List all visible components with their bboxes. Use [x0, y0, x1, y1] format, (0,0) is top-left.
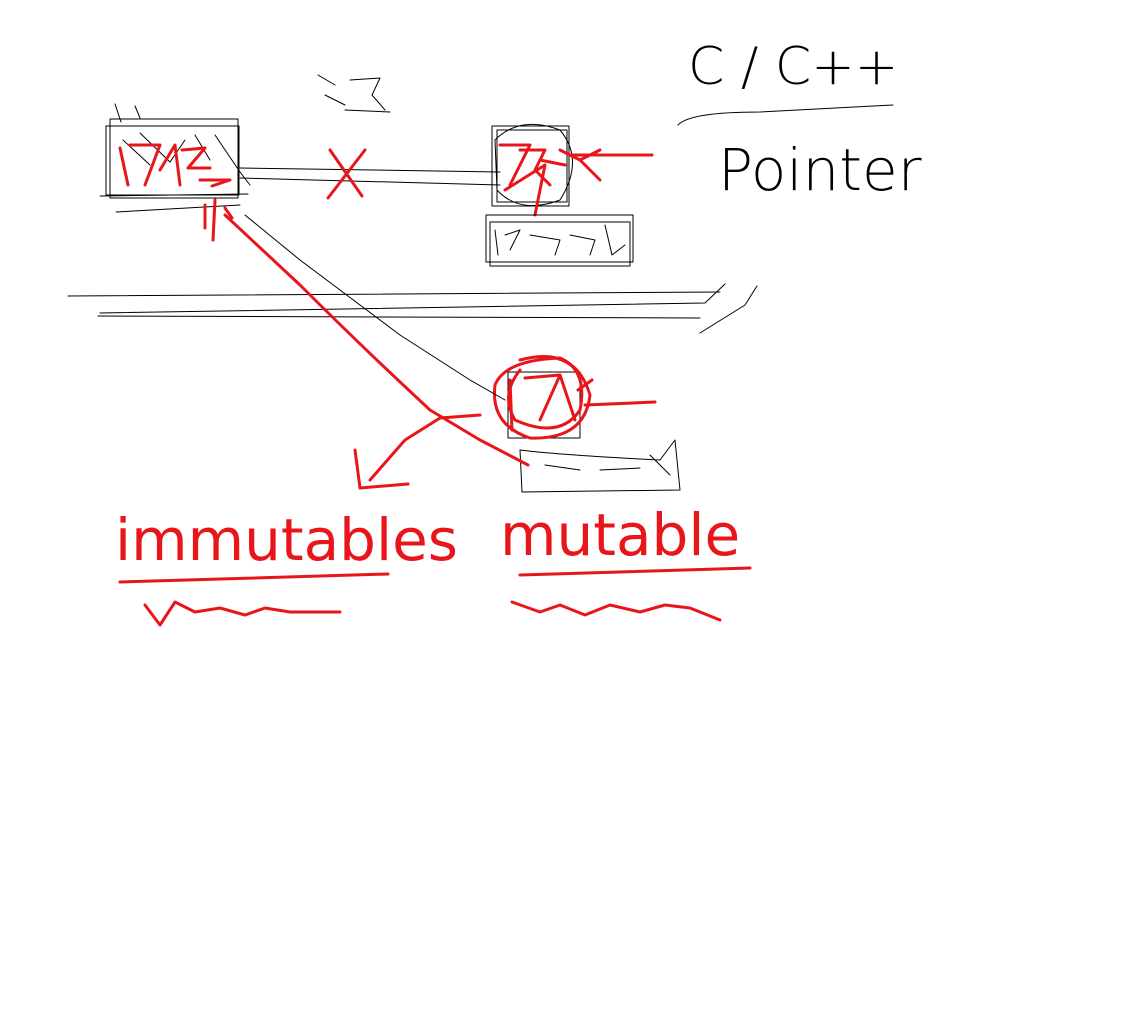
black-link-line — [244, 214, 506, 401]
mutable-squiggle — [510, 600, 722, 622]
mutable-section: mutable — [500, 501, 752, 622]
lower-box-circle — [492, 355, 592, 440]
mutable-label: mutable — [500, 501, 740, 569]
immutables-label: immutables — [115, 506, 458, 574]
left-variable-box — [99, 103, 251, 242]
immutables-underline — [118, 572, 390, 584]
mutable-underline — [518, 566, 752, 577]
cpp-pointer-note: C / C++ Pointer — [677, 37, 922, 204]
red-arrow-path — [223, 213, 530, 490]
right-box-scribble — [498, 143, 654, 217]
fraction-line — [677, 104, 894, 126]
left-box-scribble — [118, 143, 234, 242]
right-variable-box — [485, 123, 654, 267]
top-note-label: C / C++ — [688, 37, 898, 97]
crossed-connector — [239, 74, 501, 200]
lower-variable-box — [492, 355, 681, 493]
pointer-label: Pointer — [718, 136, 922, 204]
immutables-section: immutables — [115, 506, 458, 627]
immutables-squiggle — [143, 600, 342, 627]
divider-line — [67, 283, 758, 334]
